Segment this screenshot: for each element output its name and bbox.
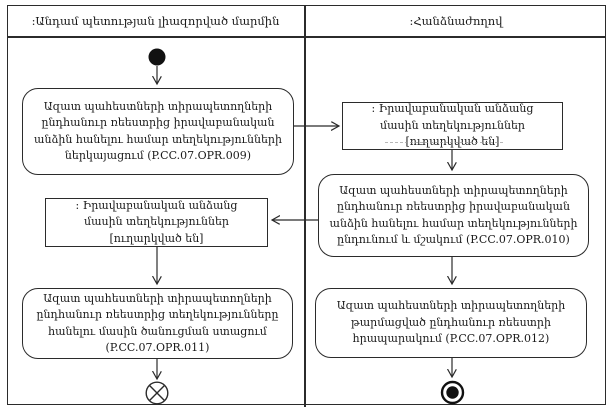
action-node-opr011: Ազատ պահեստների տիրապետողների ընդհանուր … — [22, 288, 293, 359]
lane-header-separator — [7, 36, 606, 38]
flow-final-icon — [145, 381, 169, 409]
initial-node-icon — [148, 48, 166, 70]
lane-label: :Հանձնաժողով — [409, 13, 503, 28]
swimlane-divider — [304, 5, 306, 407]
object-label: : Իրավաբանական անձանց մասին տեղեկություն… — [371, 102, 534, 149]
diagram-frame — [7, 5, 606, 405]
action-label: Ազատ պահեստների տիրապետողների ընդհանուր … — [34, 99, 282, 163]
action-node-opr010: Ազատ պահեստների տիրապետողների ընդհանուր … — [318, 174, 589, 257]
action-node-opr009: Ազատ պահեստների տիրապետողների ընդհանուր … — [22, 88, 294, 175]
action-label: Ազատ պահեստների տիրապետողների թարմացված … — [336, 299, 566, 346]
lane-header-commission: :Հանձնաժողով — [306, 5, 606, 36]
activity-final-icon — [440, 380, 465, 409]
lane-label: :Անդամ պետության լիազորված մարմին — [31, 13, 280, 28]
object-label: : Իրավաբանական անձանց մասին տեղեկություն… — [75, 198, 238, 245]
object-node-underline — [385, 142, 503, 143]
action-label: Ազատ պահեստների տիրապետողների ընդհանուր … — [36, 291, 279, 355]
object-node-info-sent-authority: : Իրավաբանական անձանց մասին տեղեկություն… — [45, 198, 268, 247]
lane-header-authorized-body: :Անդամ պետության լիազորված մարմին — [7, 5, 304, 36]
action-label: Ազատ պահեստների տիրապետողների ընդհանուր … — [329, 183, 578, 247]
action-node-opr012: Ազատ պահեստների տիրապետողների թարմացված … — [315, 288, 587, 358]
